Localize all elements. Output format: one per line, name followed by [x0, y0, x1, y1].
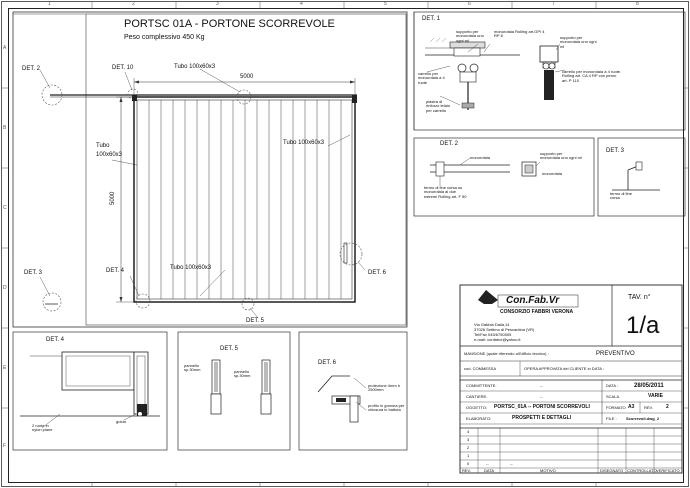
grid-col-2: 2: [132, 1, 135, 7]
rev-header-motivo: MOTIVO: [540, 468, 556, 473]
det2-monorotaia-2: monorotaia: [542, 171, 563, 176]
tav-label: TAV. n°: [628, 294, 651, 301]
rev-row-1: 1: [467, 453, 470, 458]
formato-value: A3: [628, 404, 635, 410]
tube-right-label: Tubo 100x60x3: [283, 140, 325, 146]
det2-title: DET. 2: [440, 141, 459, 147]
rev-label: REV.: [644, 405, 653, 410]
grid-col-6: 6: [468, 1, 471, 7]
det6-title: DET. 6: [318, 360, 337, 366]
det1-carrello-2: carrello per monorotaia a 4 ruote. Rolli…: [562, 69, 622, 83]
company-address-1: Via Gabbia Dalla,14: [474, 322, 510, 327]
file-value: Scorrevoli.dwg_2: [626, 416, 660, 421]
oggetto-value: PORTSC_01A -- PORTONI SCORREVOLI: [494, 404, 590, 410]
rev-row-2: 2: [467, 445, 470, 450]
det2-label-main: DET. 2: [22, 66, 41, 72]
committente-label: COMMITTENTE:: [466, 383, 497, 388]
oggetto-label: OGGETTO:: [466, 405, 488, 410]
tube-top-label: Tubo 100x60x3: [174, 64, 216, 70]
grid-col-7: 7: [552, 1, 555, 7]
det5-title: DET. 5: [220, 346, 239, 352]
det6-protezione: protezione 4mm h 2500mm: [368, 383, 401, 393]
scala-label: SCALA: [606, 394, 620, 399]
det5-pannello-1: pannello sp.30mm: [184, 363, 201, 373]
commessa-label: cod. COMMESSA: [464, 366, 497, 371]
rev-header-controllato: CONTROLLATO: [627, 468, 657, 473]
company-subtitle: CONSORZIO FABBRI VERONA: [500, 309, 574, 315]
tube-bottom-label: Tubo 100x60x3: [170, 265, 212, 271]
grid-col-5: 5: [384, 1, 387, 7]
grid-row-c: C: [3, 205, 7, 211]
committente-value: --: [540, 383, 543, 388]
scala-value: VARIE: [648, 393, 663, 399]
det3-termo: termo di fine corsa: [610, 191, 633, 201]
det6-profilo: profilo in gomma per chiusura in battuta: [368, 403, 405, 413]
det2-supporto: supporto per monorotaia uno ogni ml: [540, 151, 582, 161]
rev-row-0-date: --: [486, 461, 489, 466]
company-phone: Tel/Fax 045/6750005: [474, 332, 512, 337]
grid-col-8: 8: [636, 1, 639, 7]
det2-termo: termo di fine corsa su monorotaia ai due…: [424, 185, 467, 199]
width-dimension: 5000: [240, 74, 254, 80]
tube-left-label: Tubo: [96, 143, 110, 149]
rev-header-rev: REV.: [462, 468, 471, 473]
det4-title: DET. 4: [46, 337, 65, 343]
rev-row-3: 3: [467, 437, 470, 442]
det1-title: DET. 1: [422, 16, 441, 22]
rev-row-0-motivo: --: [510, 461, 513, 466]
det1-monorotaia: monorotaia Rolling art.GPI 4 RP 6: [494, 29, 545, 39]
det4-label-main: DET. 4: [106, 268, 125, 274]
grid-row-e: E: [3, 365, 7, 371]
rev-header-verificato: VERIFICATO: [656, 468, 680, 473]
det1-carrello: carrello per monorotaia a 4 ruote: [418, 71, 445, 85]
drawing-weight: Peso complessivo 450 Kg: [124, 34, 205, 41]
det2-monorotaia: monorotaia: [470, 155, 491, 160]
elaborato-label: ELABORATO:: [466, 416, 492, 421]
data-label: DATA :: [606, 383, 619, 388]
tube-left-label-2: 100x60x3: [96, 152, 123, 158]
elaborato-value: PROSPETTI E DETTAGLI: [512, 415, 572, 421]
formato-label: FORMATO: [606, 405, 626, 410]
det3-label-main: DET. 3: [24, 270, 43, 276]
det4-guida: guida: [116, 419, 126, 424]
drawing-title: PORTSC 01A - PORTONE SCORREVOLE: [124, 18, 335, 30]
grid-col-3: 3: [216, 1, 219, 7]
grid-row-a: A: [3, 45, 7, 51]
det1-piastra: piastra di rinforzo telaio per carrello: [426, 99, 451, 113]
det3-title: DET. 3: [606, 148, 625, 154]
mansione-value: PREVENTIVO: [596, 351, 635, 357]
company-name: Con.Fab.Vr: [506, 295, 560, 306]
rev-row-0: 0: [467, 461, 470, 466]
grid-row-d: D: [3, 285, 7, 291]
det1-supporto: supporto per monorotaia uno ogni ml: [456, 29, 484, 43]
det10-label: DET. 10: [112, 65, 134, 71]
det5-pannello-2: pannello sp.30mm: [234, 369, 251, 379]
grid-col-1: 1: [48, 1, 51, 7]
opera-label: OPERA APPROVATA del CLIENTE in DATA :: [524, 366, 604, 371]
data-value: 28/05/2011: [634, 383, 664, 389]
det1-supporto-2: supporto per monorotaia uno ogni ml: [560, 35, 597, 49]
grid-col-4: 4: [300, 1, 303, 7]
cantiere-value: --: [540, 394, 543, 399]
grid-row-b: B: [3, 125, 7, 131]
grid-row-f: F: [3, 443, 7, 449]
det5-label-main: DET. 5: [246, 318, 265, 324]
rev-header-disegnato: DISEGNATO: [600, 468, 624, 473]
file-label: FILE :: [606, 416, 617, 421]
mansione-label: MANSIONE (quale riferendo all'Ufficio te…: [464, 351, 549, 356]
height-dimension: 5000: [110, 191, 116, 205]
company-email: e-mail: confabvr@yahoo.it: [474, 337, 521, 342]
det4-ruote: 2 ruote in nylon piane: [32, 423, 53, 433]
tav-value: 1/a: [626, 312, 660, 339]
rev-header-data: DATA: [484, 468, 495, 473]
rev-value: 2: [666, 404, 669, 410]
cantiere-label: CANTIERE:: [466, 394, 488, 399]
det6-label-main: DET. 6: [368, 270, 387, 276]
company-address-2: 37026 Settimo di Pescantina (VR): [474, 327, 535, 332]
rev-row-4: 4: [467, 429, 470, 434]
